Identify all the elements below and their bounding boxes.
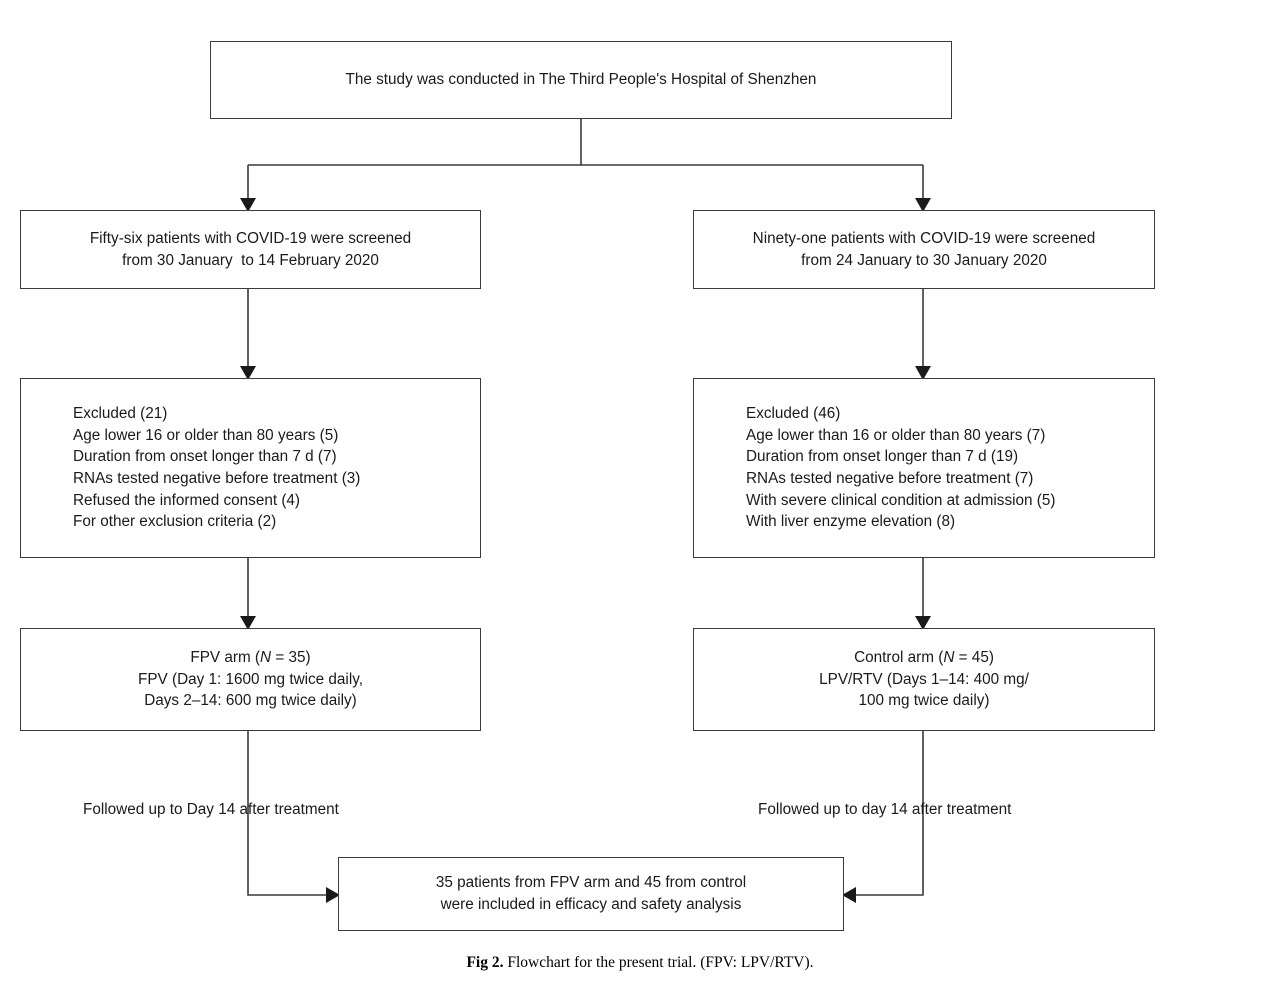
excluded-right-line-1: Excluded (46) [746,404,841,422]
excluded-right-line-2: Age lower than 16 or older than 80 years… [746,426,1046,444]
arm-right-line-3: 100 mg twice daily) [858,692,990,710]
edge-label-followup-left: Followed up to Day 14 after treatment [83,801,339,818]
node-arm-fpv: FPV arm (N = 35) FPV (Day 1: 1600 mg twi… [20,628,481,731]
excluded-left-line-1: Excluded (21) [73,404,168,422]
node-analysis: 35 patients from FPV arm and 45 from con… [338,857,844,931]
excluded-right-line-6: With liver enzyme elevation (8) [746,513,956,531]
excluded-right-line-5: With severe clinical condition at admiss… [746,491,1056,509]
excluded-left-line-3: Duration from onset longer than 7 d (7) [73,448,337,466]
arm-left-line-3: Days 2–14: 600 mg twice daily) [144,692,357,710]
arm-left-label-pre: FPV arm ( [190,648,261,666]
node-screening-right: Ninety-one patients with COVID-19 were s… [693,210,1155,289]
arm-right-n-symbol: N [943,648,955,666]
figure-caption-text: Flowchart for the present trial. (FPV: L… [503,954,814,971]
screening-right-line-1: Ninety-one patients with COVID-19 were s… [752,229,1096,247]
arm-right-label-post: = 45) [954,648,994,666]
arm-left-line-2: FPV (Day 1: 1600 mg twice daily, [137,670,363,688]
study-site-line-1: The study was conducted in The Third Peo… [345,71,817,89]
node-excluded-left: Excluded (21) Age lower 16 or older than… [20,378,481,558]
node-screening-left: Fifty-six patients with COVID-19 were sc… [20,210,481,289]
arm-left-line-1: FPV arm (N = 35) [21,647,480,669]
node-excluded-right: Excluded (46) Age lower than 16 or older… [693,378,1155,558]
arm-left-label-post: = 35) [271,648,311,666]
screening-left-line-1: Fifty-six patients with COVID-19 were sc… [89,229,412,247]
arm-left-n-symbol: N [260,648,272,666]
screening-left-line-2: from 30 January to 14 February 2020 [122,251,379,269]
analysis-line-1: 35 patients from FPV arm and 45 from con… [435,874,747,892]
excluded-left-line-5: Refused the informed consent (4) [73,491,301,509]
figure-caption: Fig 2. Flowchart for the present trial. … [0,954,1280,972]
excluded-left-line-2: Age lower 16 or older than 80 years (5) [73,426,339,444]
edge-label-followup-right: Followed up to day 14 after treatment [758,801,1012,818]
excluded-right-line-4: RNAs tested negative before treatment (7… [746,470,1034,487]
excluded-left-line-4: RNAs tested negative before treatment (3… [73,470,361,487]
arm-right-label-pre: Control arm ( [854,648,944,666]
arm-right-line-1: Control arm (N = 45) [694,647,1154,669]
analysis-line-2: were included in efficacy and safety ana… [440,896,742,913]
screening-right-line-2: from 24 January to 30 January 2020 [801,251,1047,269]
node-arm-control: Control arm (N = 45) LPV/RTV (Days 1–14:… [693,628,1155,731]
excluded-left-line-6: For other exclusion criteria (2) [73,513,277,531]
node-study-site: The study was conducted in The Third Peo… [210,41,952,119]
arm-right-line-2: LPV/RTV (Days 1–14: 400 mg/ [819,670,1029,688]
arrowhead-analysis-from-right [842,887,856,903]
figure-caption-label: Fig 2. [466,954,504,971]
excluded-right-line-3: Duration from onset longer than 7 d (19) [746,448,1019,466]
